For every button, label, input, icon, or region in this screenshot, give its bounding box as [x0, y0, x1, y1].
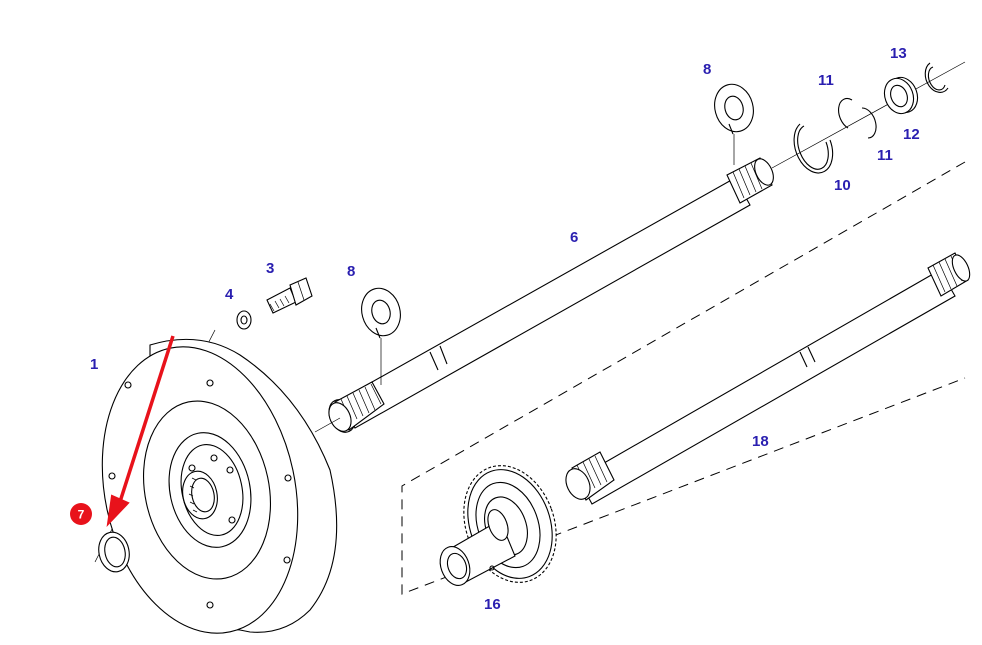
part-11-snap-ring-b[interactable] [861, 107, 877, 139]
part-7-ring[interactable] [95, 529, 133, 574]
callout-13: 13 [890, 45, 907, 62]
callout-12: 12 [903, 126, 920, 143]
callout-4: 4 [225, 286, 234, 303]
part-4-washer[interactable] [236, 310, 252, 330]
part-12-bearing[interactable] [880, 73, 923, 117]
part-3-bolt[interactable] [266, 277, 313, 314]
highlight-arrow [106, 335, 175, 527]
assembly-group-frame [401, 161, 966, 595]
callout-11-bottom: 11 [877, 147, 893, 164]
callout-11-top: 11 [818, 72, 834, 89]
part-6-shaft[interactable] [314, 61, 966, 436]
callout-6: 6 [570, 229, 578, 246]
part-16-gear[interactable] [435, 453, 572, 596]
part-8-spring-washer-lower[interactable] [356, 284, 405, 385]
callout-1: 1 [90, 356, 98, 373]
callout-7: 7 [78, 508, 85, 522]
part-1-flywheel[interactable] [77, 328, 338, 645]
part-13-circlip[interactable] [924, 62, 949, 93]
callout-18: 18 [752, 433, 769, 450]
callout-8-lower: 8 [347, 263, 355, 280]
part-10-circlip[interactable] [793, 123, 834, 174]
part-8-spring-washer-upper[interactable] [709, 80, 758, 165]
callout-8-upper: 8 [703, 61, 711, 78]
callout-labels: 1 3 4 6 8 8 10 11 11 12 13 16 18 [90, 45, 920, 613]
callout-16: 16 [484, 596, 501, 613]
callout-3: 3 [266, 260, 274, 277]
callout-7-badge[interactable]: 7 [70, 503, 92, 525]
part-18-shaft[interactable] [561, 252, 973, 505]
callout-10: 10 [834, 177, 851, 194]
part-11-snap-ring-a[interactable] [838, 98, 853, 129]
